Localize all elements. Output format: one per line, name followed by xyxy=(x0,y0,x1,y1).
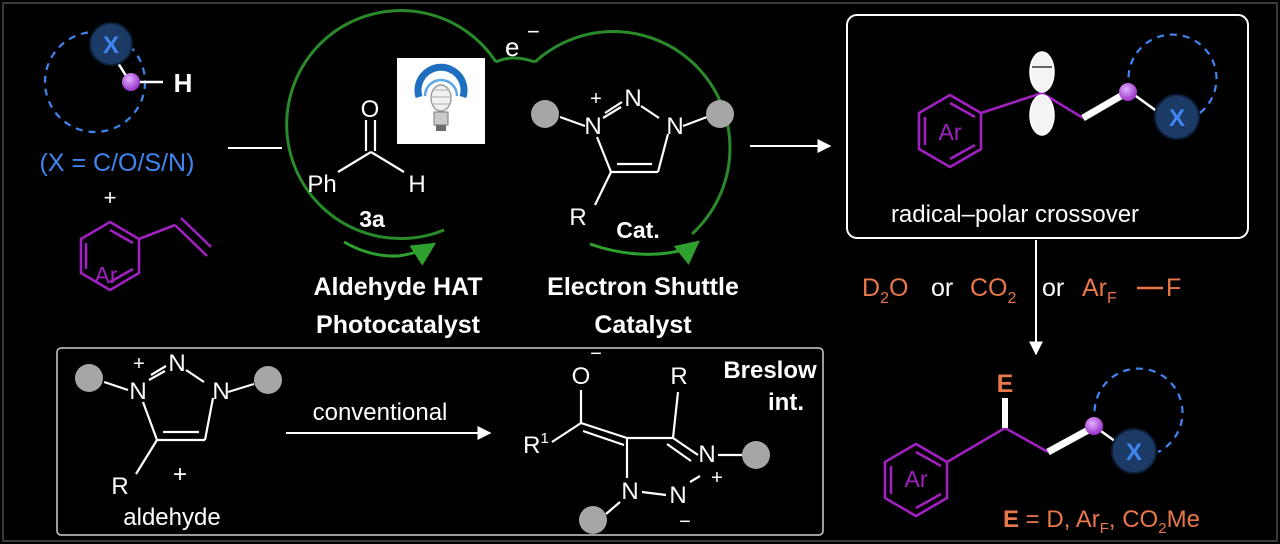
electron-charge: − xyxy=(527,19,540,44)
conventional-arrow-label: conventional xyxy=(313,399,448,426)
catalyst-n1: N xyxy=(584,113,601,140)
catalyst-n3: N xyxy=(666,113,683,140)
electron-transfer-link xyxy=(495,56,536,64)
x-atom-node xyxy=(89,22,133,66)
substrate-ring xyxy=(43,22,163,134)
aldehyde-label: aldehyde xyxy=(123,504,220,531)
crossover-caption: radical–polar crossover xyxy=(891,201,1139,228)
shuttle-cycle-arrow xyxy=(589,240,700,265)
styrene xyxy=(79,217,212,292)
hat-title-line1: Aldehyde HAT xyxy=(314,273,483,301)
catalyst-positive-charge: + xyxy=(590,88,602,110)
substrate-plus: + xyxy=(104,185,117,210)
conventional-triazolium xyxy=(75,364,282,475)
triazolium-catalyst xyxy=(531,100,734,206)
substrate-x-atom: X xyxy=(103,32,119,59)
conv-plus-sign: + xyxy=(173,461,187,488)
conv-n2: N xyxy=(168,350,185,377)
reagent-co2: CO2 xyxy=(970,274,1017,307)
aldehyde-ph: Ph xyxy=(307,171,336,198)
catalyst-r-group: R xyxy=(569,204,586,231)
radical-carbon-dot xyxy=(122,73,140,91)
breslow-n-minus: − xyxy=(679,511,691,533)
breslow-n-plus: N xyxy=(698,441,715,468)
crossover-intermediate xyxy=(917,33,1218,169)
compound-label-3a: 3a xyxy=(359,206,385,232)
hat-cycle-arrow xyxy=(343,240,437,266)
product-structure xyxy=(883,367,1184,518)
product-x-atom: X xyxy=(1126,439,1142,466)
product-e-atom: E xyxy=(997,370,1014,398)
crossover-aryl: Ar xyxy=(939,119,962,145)
breslow-n-left: N xyxy=(621,478,638,505)
substrate-h-atom: H xyxy=(174,68,193,98)
breslow-intermediate xyxy=(551,390,770,534)
conv-r-group: R xyxy=(111,473,128,500)
styrene-aryl: Ar xyxy=(95,262,118,288)
catalyst-n2: N xyxy=(624,85,641,112)
product-aryl: Ar xyxy=(905,466,928,492)
catalyst-label: Cat. xyxy=(616,217,659,243)
benzaldehyde-structure xyxy=(337,120,405,173)
shuttle-title-line2: Catalyst xyxy=(594,311,692,339)
x-definition: (X = C/O/S/N) xyxy=(40,149,195,177)
electron-symbol: e xyxy=(505,32,519,62)
crossover-box xyxy=(846,14,1249,239)
aldehyde-h: H xyxy=(408,171,425,198)
conv-n1: N xyxy=(129,378,146,405)
conv-positive-charge: + xyxy=(133,353,145,375)
aldehyde-o: O xyxy=(361,96,380,123)
conv-n3: N xyxy=(212,378,229,405)
crossover-x-atom: X xyxy=(1169,105,1185,132)
reagent-d2o: D2O xyxy=(862,274,908,307)
reagent-arf-fluorine: F xyxy=(1166,274,1181,302)
breslow-positive-charge: + xyxy=(711,467,723,489)
reagent-or-2: or xyxy=(1042,274,1064,302)
breslow-label-line1: Breslow xyxy=(723,357,817,384)
conventional-box xyxy=(56,347,824,536)
breslow-n-mid: N xyxy=(669,482,686,509)
breslow-label-line2: int. xyxy=(768,389,804,416)
breslow-r: R xyxy=(670,363,687,390)
breslow-o: O xyxy=(572,363,591,390)
breslow-r1: R1 xyxy=(523,430,549,459)
shuttle-title-line1: Electron Shuttle xyxy=(547,273,739,301)
reagent-arf: ArF xyxy=(1082,274,1117,307)
hat-cycle-arc xyxy=(285,9,498,241)
breslow-o-minus: − xyxy=(590,343,602,365)
light-bulb-icon xyxy=(397,58,485,144)
e-definition: E = D, ArF, CO2Me xyxy=(1003,506,1200,537)
shuttle-cycle-arc xyxy=(533,30,732,236)
hat-title-line2: Photocatalyst xyxy=(316,311,481,339)
reagent-or-1: or xyxy=(931,274,953,302)
